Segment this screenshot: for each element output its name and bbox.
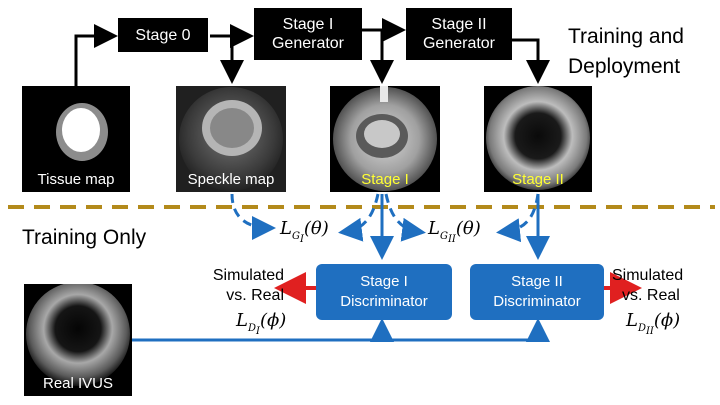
disc2-output-line2: vs. Real [622,287,680,304]
real-ivus-caption: Real IVUS [42,375,114,392]
loss-gen2-subsub: II [447,233,456,245]
stage2-gen-line2: Generator [422,35,496,52]
arrow-gen2-to-stage2 [512,38,550,84]
disc1-output-line2: vs. Real [226,287,284,304]
arrow-stage2-to-lg2 [496,193,540,243]
training-only-label: Training Only [22,226,147,249]
loss-disc1-sub: D [247,322,256,334]
stage0-label: Stage 0 [135,26,191,44]
real-ivus-graphic [24,284,132,396]
stage2-discriminator-box: Stage II Discriminator [470,264,604,320]
disc1-output-label: Simulated vs. Real [204,266,284,306]
stage1-generator-box: Stage I Generator [254,8,362,60]
stage0-box: Stage 0 [118,18,208,52]
stage1-caption: Stage I [361,171,409,188]
loss-gen1-base: L [280,218,292,239]
stage2-graphic [484,86,592,192]
arrow-tissue-to-stage0 [74,24,118,86]
stage1-gen-line2: Generator [271,35,345,52]
real-ivus-image: Real IVUS [24,284,132,396]
loss-disc2-base: L [626,310,638,331]
arrow-speckle-to-lg1 [230,193,276,240]
disc1-line2: Discriminator [340,293,428,310]
loss-arrows [230,193,540,243]
speckle-map-image: Speckle map [176,86,286,192]
loss-disc2-arg: (ϕ) [653,310,681,331]
loss-gen1-arg: (θ) [303,218,329,239]
tissue-map-graphic [22,86,130,192]
disc1-output-line1: Simulated [212,267,284,284]
speckle-map-graphic [176,86,286,192]
title-line1: Training and [568,25,684,48]
black-flow-arrows [74,18,550,86]
disc2-output-line1: Simulated [612,267,684,284]
loss-disc1-subsub: I [255,325,260,337]
disc2-output-label: Simulated vs. Real [612,266,683,306]
stage2-generator-box: Stage II Generator [406,8,512,60]
tissue-map-caption: Tissue map [37,171,115,188]
discriminator-arrows [132,194,550,342]
loss-disc2: LDII(ϕ) [626,310,680,337]
arrow-stage1-to-lg2 [384,193,426,242]
speckle-map-caption: Speckle map [187,171,275,188]
stage1-discriminator-box: Stage I Discriminator [316,264,452,320]
arrow-stage1-to-lg1 [338,193,380,242]
training-deployment-title: Training and Deployment [568,22,684,82]
title-line2: Deployment [568,55,681,78]
loss-gen2-base: L [428,218,440,239]
loss-gen2-arg: (θ) [455,218,481,239]
loss-disc1-base: L [236,310,248,331]
stage2-gen-line1: Stage II [431,16,487,33]
loss-gen1-subsub: I [299,233,304,245]
stage2-caption: Stage II [512,171,564,188]
loss-disc2-sub: D [637,322,646,334]
arrow-real-to-disc2 [132,318,550,342]
loss-gen2: LGII(θ) [428,218,481,245]
loss-gen1: LGI(θ) [280,218,329,245]
loss-disc1-arg: (ϕ) [259,310,287,331]
stage2-image: Stage II [484,86,592,192]
loss-disc2-subsub: II [645,325,654,337]
disc1-line1: Stage I [360,273,408,290]
stage1-gen-line1: Stage I [282,16,334,33]
loss-gen2-sub: G [439,230,448,242]
stage1-image: Stage I [330,86,440,192]
loss-disc1: LDI(ϕ) [236,310,286,337]
stage1-graphic [330,86,440,192]
loss-gen1-sub: G [291,230,300,242]
disc2-line2: Discriminator [493,293,581,310]
disc2-line1: Stage II [511,273,563,290]
tissue-map-image: Tissue map [22,86,130,192]
